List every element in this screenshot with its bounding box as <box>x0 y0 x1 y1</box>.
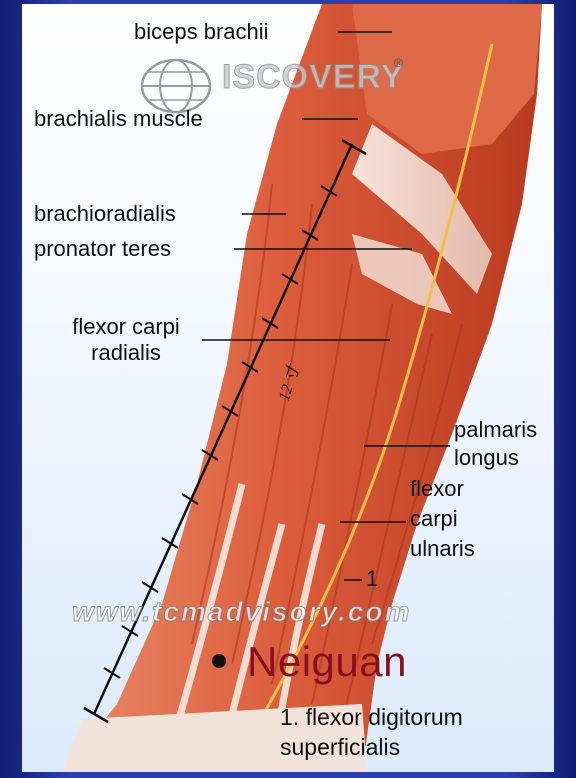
label-brachialis-muscle: brachialis muscle <box>34 106 203 132</box>
neiguan-point <box>212 654 226 668</box>
watermark-url: www.tcmadvisory.com <box>72 596 554 628</box>
label-brachioradialis: brachioradialis <box>34 201 176 227</box>
footnote: 1. flexor digitorum superficialis <box>280 702 463 762</box>
neiguan-label: Neiguan <box>247 638 407 686</box>
label-flexor-carpi-radialis: flexor carpi radialis <box>36 314 216 366</box>
logo-wordmark: ISCOVERY <box>222 58 404 97</box>
illustration-panel: ISCOVERY ® biceps brachii brachialis mus… <box>22 4 554 772</box>
label-pronator-teres: pronator teres <box>34 236 171 262</box>
label-biceps-brachii: biceps brachii <box>134 19 269 45</box>
registered-mark: ® <box>394 56 403 70</box>
label-flexor-carpi-ulnaris: flexor carpi ulnaris <box>410 474 475 564</box>
label-marker-1: 1 <box>366 566 378 592</box>
label-palmaris-longus: palmaris longus <box>454 416 537 472</box>
